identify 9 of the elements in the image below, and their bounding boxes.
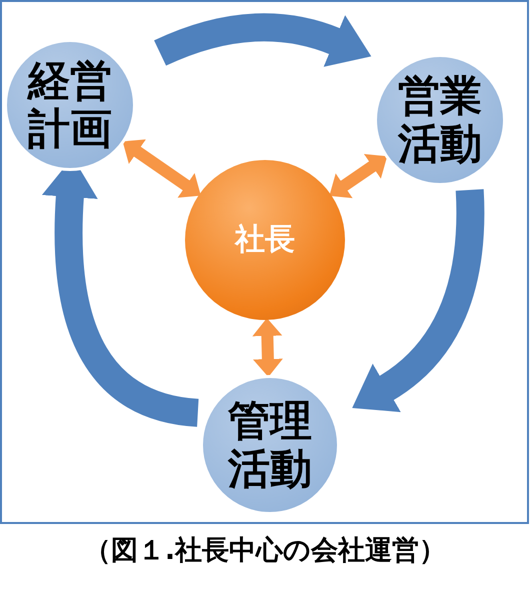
node-label: 管理活動 (226, 396, 313, 494)
arrow (154, 13, 372, 68)
caption: （図１.社長中心の会社運営） (82, 534, 448, 568)
node-label: 営業活動 (396, 72, 483, 168)
node-label: 経営計画 (26, 56, 113, 154)
arrow (353, 190, 484, 412)
node-label: 社長 (235, 222, 295, 258)
arrow (252, 318, 283, 378)
arrow (329, 154, 388, 198)
